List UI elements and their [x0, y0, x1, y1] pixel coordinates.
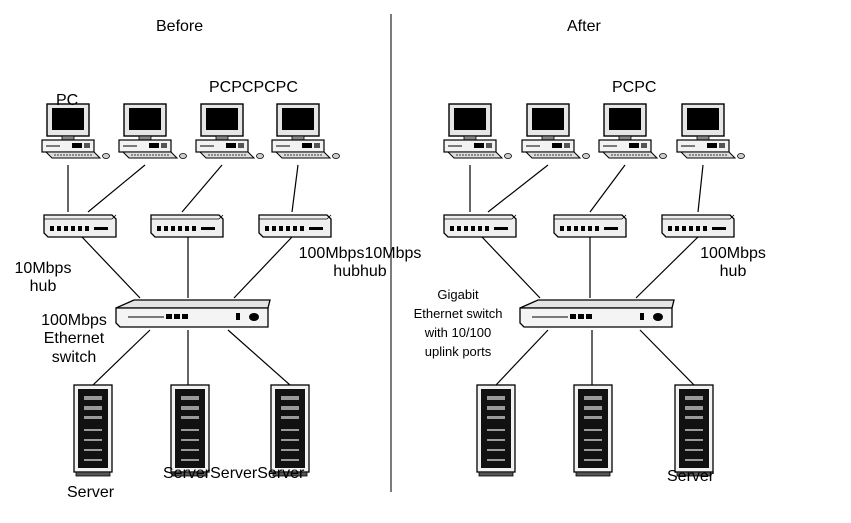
before-switch-label: 100Mbps Ethernet switch — [41, 312, 107, 366]
before-server-group-label: ServerServerServer — [163, 465, 305, 482]
after-pc-2 — [521, 103, 591, 160]
after-hub-3 — [661, 214, 735, 238]
before-server-3 — [270, 384, 310, 477]
before-pc-3 — [195, 103, 265, 160]
before-hub-right-label: 100Mbps10Mbps hubhub — [298, 245, 422, 281]
before-pc-1 — [41, 103, 111, 160]
before-cables — [67, 164, 299, 386]
after-header: After — [567, 18, 601, 35]
before-header: Before — [156, 18, 204, 35]
before-server-label: Server — [67, 484, 115, 501]
after-hub-label: 100Mbps hub — [700, 245, 766, 281]
after-pc-4 — [676, 103, 746, 160]
after-server-1 — [476, 384, 516, 477]
before-server-2 — [170, 384, 210, 477]
before-pc-4 — [271, 103, 341, 160]
before-pc-2 — [118, 103, 188, 160]
before-ethernet-switch — [115, 299, 271, 328]
after-hub-1 — [443, 214, 517, 238]
before-pc-label: PC — [56, 92, 79, 109]
before-server-1 — [73, 384, 113, 477]
after-pc-3 — [598, 103, 668, 160]
after-server-label: Server — [667, 468, 715, 485]
after-hub-2 — [553, 214, 627, 238]
before-hub-3 — [258, 214, 332, 238]
after-server-2 — [573, 384, 613, 477]
after-pc-group-label: PCPC — [612, 79, 657, 96]
after-gigabit-switch — [519, 299, 675, 328]
before-pc-group-label: PCPCPCPC — [209, 79, 298, 96]
after-server-3 — [674, 384, 714, 477]
before-hub-2 — [150, 214, 224, 238]
before-hub-1 — [43, 214, 117, 238]
after-pc-1 — [443, 103, 513, 160]
before-hub-left-label: 10Mbps hub — [14, 260, 72, 296]
after-cables — [469, 164, 704, 386]
after-switch-label: Gigabit Ethernet switch with 10/100 upli… — [413, 287, 503, 359]
